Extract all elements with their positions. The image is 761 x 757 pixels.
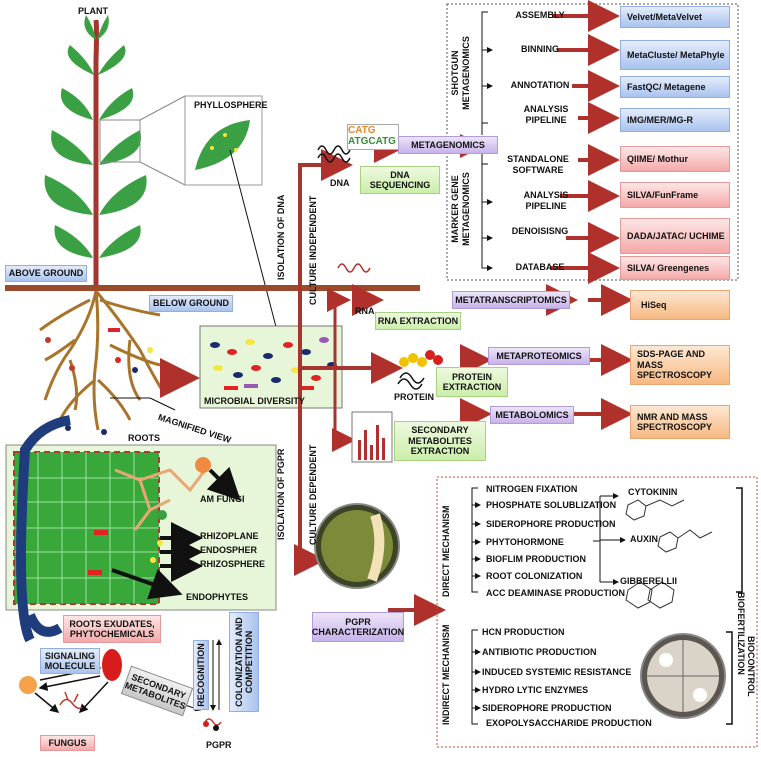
rhizoplane-label: RHIZOPLANE	[200, 531, 259, 541]
rhizosphere-label: RHIZOSPHERE	[200, 559, 266, 569]
pgpr-characterization-label: PGPR CHARACTERIZATION	[312, 612, 404, 642]
roots-label: ROOTS	[128, 433, 161, 443]
protein-label: PROTEIN	[394, 392, 435, 402]
indirect-mechanism-item: SIDEROPHORE PRODUCTION	[482, 703, 612, 713]
colonization-label: COLONIZATION AND COMPETITION	[229, 612, 259, 712]
isolation-pgpr-label: ISOLATION OF PGPR	[276, 448, 286, 540]
biocontrol-petri-image	[640, 633, 726, 719]
protein-illustration	[397, 350, 443, 390]
microbial-diversity-label: MICROBIAL DIVERSITY	[204, 396, 305, 406]
dna-sequencing-label: DNA SEQUENCING	[360, 166, 440, 194]
indirect-mechanism-label: INDIRECT MECHANISM	[441, 624, 451, 726]
metagenomics-step-label: DENOISISNG	[511, 226, 569, 236]
metagenomics-step-label: DATABASE	[515, 262, 565, 272]
metagenomics-tool-label: DADA/JATAC/ UCHIME	[620, 218, 730, 254]
molecule-structures	[625, 499, 713, 609]
plant-title: PLANT	[78, 6, 108, 16]
metagenomics-step-label: ANALYSIS PIPELINE	[523, 104, 569, 125]
nmr-label: NMR AND MASS SPECTROSCOPY	[630, 405, 730, 439]
rna-extraction-label: RNA EXTRACTION	[375, 312, 461, 330]
dna-label: DNA	[330, 178, 350, 188]
roots-illustration	[39, 290, 167, 431]
metagenomics-tool-label: SILVA/ Greengenes	[620, 256, 730, 280]
microbes	[210, 337, 337, 390]
metagenomics-tool-label: FastQC/ Metagene	[620, 76, 730, 98]
indirect-mechanism-item: HCN PRODUCTION	[482, 627, 565, 637]
gibberellii-label: GIBBERELLII	[620, 576, 678, 586]
direct-mechanism-item: ROOT COLONIZATION	[486, 571, 583, 581]
petri-dish-image	[314, 503, 400, 589]
culture-dependent-label: CULTURE DEPENDENT	[308, 444, 318, 545]
dna-sequence-icon: CATG ATGCATG	[347, 124, 399, 150]
indirect-mechanism-item: EXOPOLYSACCHARIDE PRODUCTION	[486, 718, 652, 728]
metaproteomics-label: METAPROTEOMICS	[488, 347, 590, 365]
below-ground-label: BELOW GROUND	[149, 295, 233, 312]
shotgun-metagenomics-label: SHOTGUN METAGENOMICS	[450, 36, 471, 110]
metagenomics-tool-label: QIIME/ Mothur	[620, 146, 730, 172]
biofertilization-label: BIOFERTILIZATION	[736, 592, 746, 675]
metagenomics-step-label: ASSEMBLY	[515, 10, 565, 20]
fungus-label: FUNGUS	[40, 735, 95, 751]
dna-strand	[317, 145, 351, 155]
metagenomics-tool-label: MetaCluste/ MetaPhyle	[620, 40, 730, 70]
metabolomics-label: METABOLOMICS	[490, 406, 574, 424]
am-fungi-hyphae	[114, 468, 207, 531]
fungus-icon	[59, 698, 83, 710]
dna-letters-top: CATG	[348, 125, 376, 136]
metagenomics-tool-label: SILVA/FunFrame	[620, 182, 730, 208]
pgpr-label: PGPR	[206, 740, 232, 750]
metagenomics-step-label: BINNING	[521, 44, 559, 54]
protein-extraction-label: PROTEIN EXTRACTION	[436, 367, 508, 397]
curved-blue-arrow	[16, 415, 71, 643]
signaling-molecule-label: SIGNALING MOLECULE	[40, 648, 100, 674]
metatranscriptomics-label: METATRANSCRIPTOMICS	[452, 291, 570, 309]
metagenomics-label: METAGENOMICS	[398, 136, 498, 154]
rna-label: RNA	[355, 306, 375, 316]
secondary-extraction-label: SECONDARY METABOLITES EXTRACTION	[394, 421, 486, 461]
direct-mechanism-item: SIDEROPHORE PRODUCTION	[486, 519, 616, 529]
biocontrol-label: BIOCONTROL	[746, 636, 756, 697]
endospher-label: ENDOSPHER	[200, 545, 258, 555]
plant-illustration	[44, 15, 186, 285]
direct-mechanism-item: PHYTOHORMONE	[486, 537, 564, 547]
am-fungi-label: AM FUNGI	[200, 494, 245, 504]
direct-mechanism-label: DIRECT MECHANISM	[441, 505, 451, 598]
isolation-dna-label: ISOLATION OF DNA	[276, 194, 286, 280]
rna-strand	[337, 263, 371, 273]
metagenomics-tool-label: Velvet/MetaVelvet	[620, 6, 730, 28]
phyllosphere-leaf	[195, 120, 250, 170]
dna-letters-bottom: ATGCATG	[348, 136, 396, 147]
mechanism-box	[436, 476, 758, 748]
cytokinin-label: CYTOKININ	[628, 487, 678, 497]
culture-independent-label: CULTURE INDEPENDENT	[308, 195, 318, 305]
indirect-mechanism-item: ANTIBIOTIC PRODUCTION	[482, 647, 597, 657]
root-exudates-label: ROOTS EXUDATES, PHYTOCHEMICALS	[63, 615, 161, 643]
marker-gene-metagenomics-label: MARKER GENE METAGENOMICS	[450, 172, 471, 246]
phyllosphere-label: PHYLLOSPHERE	[194, 100, 268, 110]
indirect-mechanism-item: INDUCED SYSTEMIC RESISTANCE	[482, 667, 632, 677]
soil-line	[5, 285, 420, 291]
metagenomics-step-label: ANALYSIS PIPELINE	[523, 190, 569, 211]
recognition-label: RECOGNITION	[193, 640, 209, 710]
direct-mechanism-item: BIOFLIM PRODUCTION	[486, 554, 586, 564]
above-ground-label: ABOVE GROUND	[5, 265, 87, 282]
metagenomics-tool-label: IMG/MER/MG-R	[620, 108, 730, 132]
indirect-mechanism-item: HYDRO LYTIC ENZYMES	[482, 685, 589, 695]
metagenomics-step-label: ANNOTATION	[510, 80, 570, 90]
direct-mechanism-item: ACC DEAMINASE PRODUCTION	[486, 588, 626, 598]
sds-page-label: SDS-PAGE AND MASS SPECTROSCOPY	[630, 345, 730, 385]
auxin-label: AUXIN	[630, 534, 659, 544]
hiseq-label: HiSeq	[630, 290, 730, 320]
direct-mechanism-item: PHOSPHATE SOLUBLIZATION	[486, 500, 617, 510]
endophytes-label: ENDOPHYTES	[186, 592, 249, 602]
direct-mechanism-item: NITROGEN FIXATION	[486, 484, 578, 494]
metagenomics-step-label: STANDALONE SOFTWARE	[507, 154, 569, 175]
